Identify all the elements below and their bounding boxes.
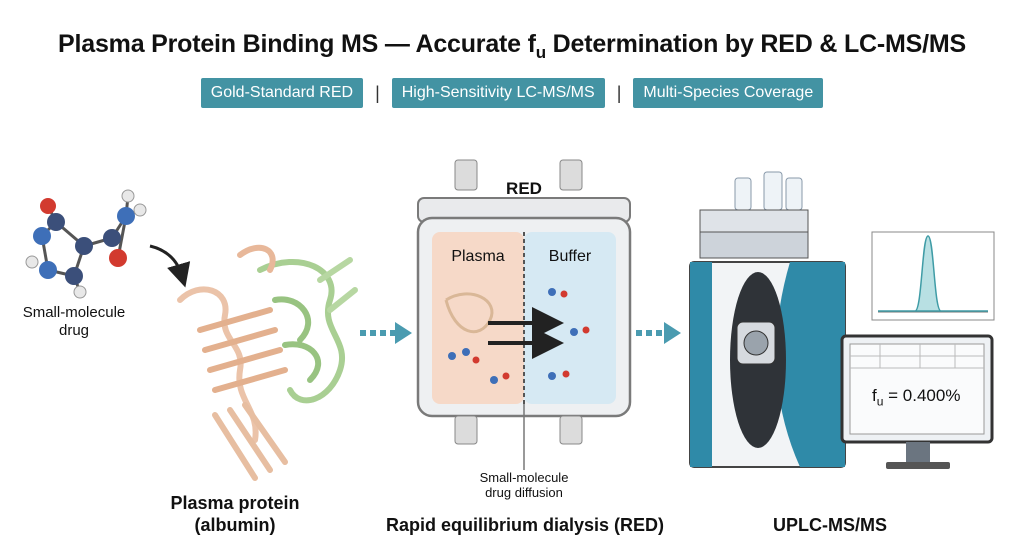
feature-badges: Gold-Standard RED | High-Sensitivity LC-…: [0, 78, 1024, 108]
badge-red: Gold-Standard RED: [200, 78, 364, 108]
result-monitor: [840, 334, 994, 469]
fu-result: fu = 0.400%: [872, 386, 960, 408]
red-device: [416, 159, 632, 470]
top-port-left: [454, 159, 478, 191]
red-top-label: RED: [506, 179, 542, 198]
binding-arrow: [149, 244, 191, 288]
separator: |: [616, 82, 622, 103]
buffer-label: Buffer: [548, 248, 592, 265]
flow-arrow-1-head: [395, 322, 412, 344]
chromatogram-peak: [871, 231, 995, 321]
protein-caption: Plasma protein (albumin): [170, 493, 300, 535]
title-subscript: u: [535, 43, 546, 62]
fu-value: = 0.400%: [883, 386, 961, 405]
badge-species: Multi-Species Coverage: [633, 78, 824, 108]
plasma-chamber: [432, 232, 524, 404]
top-port-right: [559, 159, 583, 191]
title-text: Plasma Protein Binding MS — Accurate f: [58, 30, 536, 58]
title-text-tail: Determination by RED & LC-MS/MS: [545, 30, 966, 58]
fu-symbol: f: [872, 386, 877, 405]
buffer-chamber: [524, 232, 616, 404]
albumin-protein-icon: [177, 244, 358, 481]
drug-molecule-icon: [25, 189, 147, 299]
instrument-caption: UPLC-MS/MS: [773, 515, 887, 535]
red-caption: Rapid equilibrium dialysis (RED): [385, 515, 665, 535]
drug-label: Small-molecule drug: [22, 304, 126, 339]
diffusion-label: Small-molecule drug diffusion: [479, 470, 569, 500]
uplc-msms-instrument: [689, 171, 846, 468]
page-title: Plasma Protein Binding MS — Accurate fu …: [0, 30, 1024, 63]
badge-lcms: High-Sensitivity LC-MS/MS: [391, 78, 605, 108]
fu-subscript: u: [876, 394, 884, 409]
separator: |: [375, 82, 380, 103]
plasma-label: Plasma: [451, 248, 505, 265]
flow-arrow-2-head: [664, 322, 681, 344]
